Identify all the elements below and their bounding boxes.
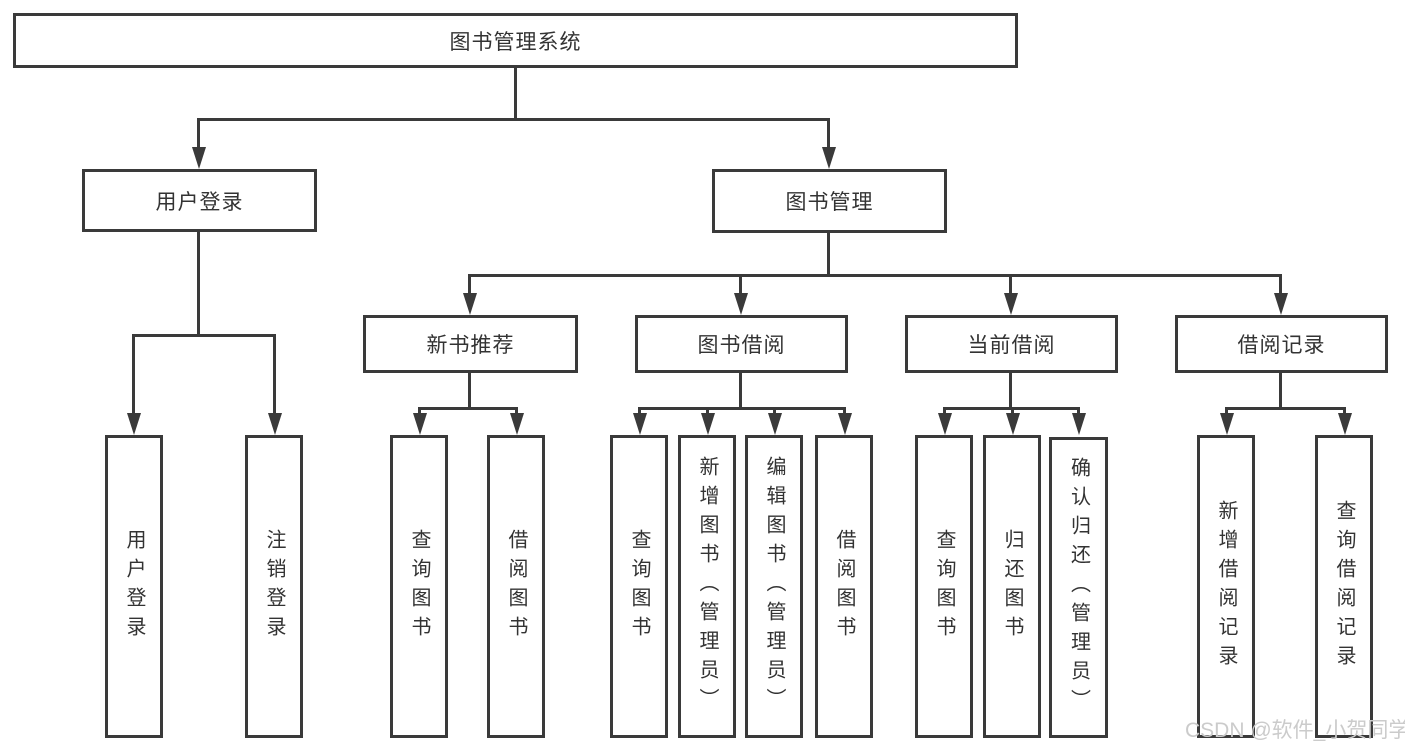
leaf-add-books-admin: 新增图书（管理员） — [678, 435, 736, 738]
node-label: 借阅记录 — [1237, 334, 1326, 357]
arrow-down-icon — [827, 118, 830, 147]
leaf-query-books-current: 查询图书 — [915, 435, 973, 738]
leaf-query-books-recommend: 查询图书 — [390, 435, 448, 738]
leaf-logout: 注销登录 — [245, 435, 303, 738]
node-label: 图书管理 — [785, 191, 874, 214]
connector-user-login-stem — [197, 230, 200, 336]
arrow-down-icon — [418, 407, 421, 413]
arrow-down-icon — [943, 407, 946, 413]
leaf-borrow-books-recommend: 借阅图书 — [487, 435, 545, 738]
connector-root-stem — [514, 66, 517, 120]
leaf-borrow-books-borrowing: 借阅图书 — [815, 435, 873, 738]
leaf-query-books-borrowing: 查询图书 — [610, 435, 668, 738]
node-book-management: 图书管理 — [712, 169, 947, 233]
node-label: 新书推荐 — [426, 334, 515, 357]
arrow-down-icon — [197, 118, 200, 147]
connector-borrowing-records-bus — [1225, 407, 1345, 410]
arrow-down-icon — [638, 407, 641, 413]
arrow-down-icon — [1009, 274, 1012, 293]
node-label: 归还图书 — [1001, 528, 1023, 645]
node-label: 图书借阅 — [697, 334, 786, 357]
node-label: 查询图书 — [628, 528, 650, 645]
arrow-down-icon — [1077, 407, 1080, 413]
connector-book-borrowing-stem — [739, 371, 742, 409]
connector-root-bus — [197, 118, 830, 121]
node-book-borrowing: 图书借阅 — [635, 315, 848, 373]
connector-book-management-stem — [827, 231, 830, 276]
arrow-down-icon — [1279, 274, 1282, 293]
node-label: 查询借阅记录 — [1333, 499, 1355, 674]
csdn-watermark: CSDN @软件_小贺同学 — [1185, 719, 1405, 742]
node-label: 当前借阅 — [967, 334, 1056, 357]
arrow-down-icon — [1343, 407, 1346, 413]
leaf-add-borrow-record: 新增借阅记录 — [1197, 435, 1255, 738]
leaf-confirm-return-admin: 确认归还（管理员） — [1049, 437, 1108, 738]
node-label: 新增图书（管理员） — [696, 456, 718, 717]
node-label: 注销登录 — [263, 528, 285, 645]
arrow-down-icon — [273, 334, 276, 413]
leaf-return-books: 归还图书 — [983, 435, 1041, 738]
connector-new-book-stem — [468, 371, 471, 409]
connector-book-management-bus — [468, 274, 1282, 277]
connector-book-borrowing-bus — [638, 407, 845, 410]
node-label: 图书管理系统 — [449, 30, 582, 54]
arrow-down-icon — [1011, 407, 1014, 413]
arrow-down-icon — [739, 274, 742, 293]
node-label: 确认归还（管理员） — [1067, 457, 1090, 718]
node-label: 借阅图书 — [833, 528, 855, 645]
arrow-down-icon — [843, 407, 846, 413]
node-label: 查询图书 — [408, 528, 430, 645]
leaf-user-login: 用户登录 — [105, 435, 163, 738]
arrow-down-icon — [132, 334, 135, 413]
node-label: 借阅图书 — [505, 528, 527, 645]
arrow-down-icon — [468, 274, 471, 293]
node-user-login: 用户登录 — [82, 169, 317, 232]
leaf-query-borrow-record: 查询借阅记录 — [1315, 435, 1373, 738]
node-library-management-system: 图书管理系统 — [13, 13, 1018, 68]
node-label: 编辑图书（管理员） — [763, 456, 785, 717]
node-label: 用户登录 — [155, 190, 244, 214]
connector-borrowing-records-stem — [1279, 371, 1282, 409]
arrow-down-icon — [706, 407, 709, 413]
leaf-edit-books-admin: 编辑图书（管理员） — [745, 435, 803, 738]
arrow-down-icon — [773, 407, 776, 413]
node-label: 新增借阅记录 — [1215, 499, 1237, 674]
connector-user-login-bus — [132, 334, 276, 337]
connector-current-borrowing-stem — [1009, 371, 1012, 409]
connector-new-book-bus — [418, 407, 518, 410]
node-current-borrowing: 当前借阅 — [905, 315, 1118, 373]
node-label: 查询图书 — [933, 528, 955, 645]
node-borrowing-records: 借阅记录 — [1175, 315, 1388, 373]
arrow-down-icon — [515, 407, 518, 413]
arrow-down-icon — [1225, 407, 1228, 413]
node-label: 用户登录 — [123, 528, 145, 645]
node-new-book-recommendation: 新书推荐 — [363, 315, 578, 373]
